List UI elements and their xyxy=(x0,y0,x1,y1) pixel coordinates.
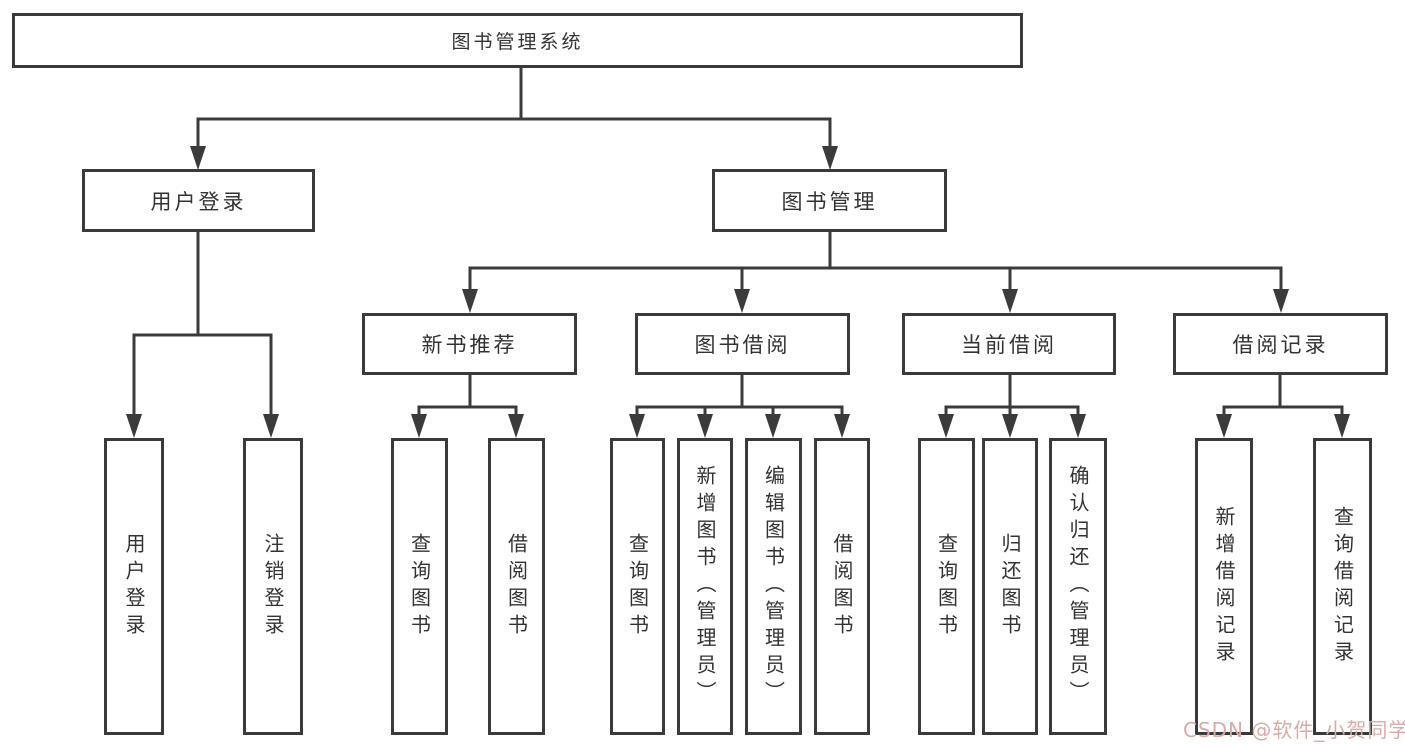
node-book-borrow: 图书借阅 xyxy=(635,313,850,375)
node-book-management: 图书管理 xyxy=(712,169,947,232)
node-root: 图书管理系统 xyxy=(12,13,1023,68)
leaf-add-borrow-record: 新增借阅记录 xyxy=(1195,438,1253,735)
node-current-borrow: 当前借阅 xyxy=(902,313,1116,375)
leaf-edit-book-admin: 编辑图书（管理员） xyxy=(745,438,802,735)
leaf-user-login: 用户登录 xyxy=(104,438,164,735)
leaf-query-book-1: 查询图书 xyxy=(391,438,448,735)
leaf-borrow-book-1: 借阅图书 xyxy=(488,438,545,735)
leaf-logout: 注销登录 xyxy=(243,438,303,735)
csdn-watermark: CSDN @软件_小贺同学 xyxy=(1183,718,1405,742)
leaf-query-book-2: 查询图书 xyxy=(610,438,665,735)
node-new-book-recommend: 新书推荐 xyxy=(362,313,577,375)
node-borrow-records: 借阅记录 xyxy=(1173,313,1388,375)
leaf-add-book-admin: 新增图书（管理员） xyxy=(677,438,733,735)
leaf-query-book-3: 查询图书 xyxy=(918,438,975,735)
node-user-login: 用户登录 xyxy=(82,169,315,232)
leaf-borrow-book-2: 借阅图书 xyxy=(814,438,870,735)
leaf-confirm-return-admin: 确认归还（管理员） xyxy=(1049,438,1107,735)
leaf-query-borrow-record: 查询借阅记录 xyxy=(1313,438,1372,735)
leaf-return-book: 归还图书 xyxy=(982,438,1038,735)
